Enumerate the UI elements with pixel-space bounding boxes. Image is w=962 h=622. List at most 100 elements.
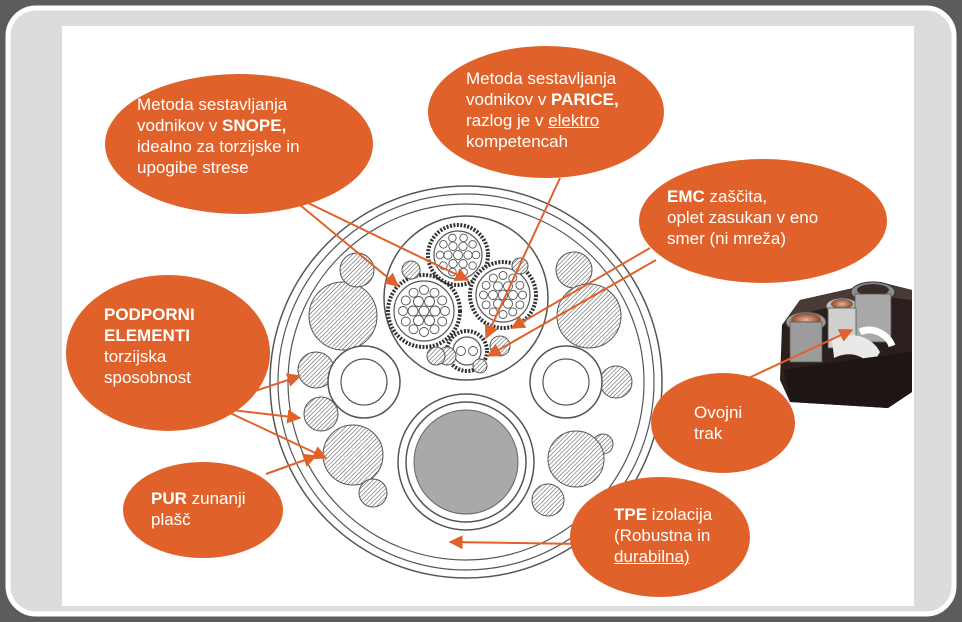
label-emc: EMC zaščita, oplet zasukan v eno smer (n…	[667, 186, 818, 249]
conductor-strand	[407, 305, 419, 317]
tube-right-inner	[542, 358, 590, 406]
support-element	[599, 365, 633, 399]
support-elements	[297, 251, 633, 517]
central-core-conductor	[413, 409, 519, 515]
arrow-ovojni	[739, 328, 854, 383]
label-tpe-line1-rest: izolacija	[647, 505, 713, 524]
support-element	[556, 283, 622, 349]
cable-photo-icon	[780, 281, 912, 408]
bubble-snope	[105, 74, 373, 214]
conductor-strand	[481, 300, 491, 310]
conductor-strand	[419, 285, 429, 295]
conductor-strand	[435, 250, 445, 260]
support-element	[472, 358, 488, 374]
conductor-strand	[419, 327, 429, 337]
bubble-pur	[123, 462, 283, 558]
label-snope: Metoda sestavljanja vodnikov v SNOPE, id…	[137, 94, 300, 178]
support-element	[339, 252, 375, 288]
conductor-strand	[439, 240, 448, 249]
conductor-strand	[508, 307, 518, 317]
label-snope-line2-pre: vodnikov v	[137, 116, 223, 135]
label-ovojni-line2: trak	[694, 424, 723, 443]
conductor-strand	[508, 290, 518, 300]
label-tpe-line2: (Robustna in	[614, 526, 711, 545]
conductor-strand	[503, 298, 513, 309]
conductor-strand	[479, 290, 488, 300]
label-parice-line2-pre: vodnikov v	[466, 90, 552, 109]
conductor-strand	[458, 259, 468, 269]
label-emc-line1-bold: EMC	[667, 187, 705, 206]
conductor-strand	[468, 261, 477, 270]
conductor-strand	[459, 267, 468, 277]
label-ovojni: Ovojni trak	[694, 402, 742, 444]
conductor-strand	[468, 240, 477, 249]
conductor-strand	[463, 250, 473, 260]
conductor-strand	[418, 305, 430, 317]
conductor-strand	[448, 241, 458, 251]
label-podporni-line1: PODPORNI	[104, 305, 195, 324]
support-element	[358, 478, 388, 508]
arrow-emc-1	[510, 247, 651, 329]
conductor-strand	[400, 316, 411, 327]
conductor-strand	[458, 241, 468, 251]
conductor-strand	[468, 346, 478, 356]
label-parice: Metoda sestavljanja vodnikov v PARICE, r…	[466, 68, 619, 152]
arrow-tpe	[448, 535, 585, 550]
conductor-strand	[429, 305, 441, 317]
conductor-strand	[518, 290, 527, 300]
label-emc-line1-rest: zaščita,	[704, 187, 768, 206]
conductor-strand	[453, 250, 463, 260]
conductor-strand	[443, 250, 453, 260]
label-parice-line1: Metoda sestavljanja	[466, 69, 617, 88]
bubble-podporni	[66, 275, 270, 431]
arrow-snope-2	[305, 201, 470, 281]
support-element	[426, 346, 446, 366]
label-parice-line3-underline: elektro	[548, 111, 600, 130]
conductor-strand	[515, 300, 525, 310]
arrow-podporni-1	[233, 373, 302, 399]
conductor-strand	[408, 287, 419, 298]
label-pur-line1-bold: PUR	[151, 489, 187, 508]
arrow-parice	[484, 177, 561, 340]
support-element	[322, 424, 384, 486]
conductor-strand	[498, 271, 508, 280]
label-parice-line2-bold: PARICE,	[551, 90, 619, 109]
conductor-strand	[398, 306, 408, 316]
bubble-parice	[428, 46, 664, 178]
label-ovojni-line1: Ovojni	[694, 403, 743, 422]
label-tpe-line3: durabilna)	[614, 547, 690, 566]
support-element	[308, 281, 378, 351]
bubble-emc	[639, 159, 887, 283]
conductor-strand	[488, 273, 498, 283]
jacket-inner-line	[277, 193, 655, 571]
label-snope-line1: Metoda sestavljanja	[137, 95, 288, 114]
label-parice-line4: kompetencah	[466, 132, 569, 151]
bubble-tpe	[570, 477, 750, 597]
conductor-strand	[448, 259, 458, 269]
label-tpe: TPE izolacija (Robustna in durabilna)	[614, 504, 712, 567]
conductor-strand	[440, 306, 450, 316]
conductor-strand	[481, 280, 491, 290]
conductor-strand	[429, 287, 440, 298]
conductor-strand	[488, 290, 498, 300]
conductor-strand	[437, 316, 448, 327]
conductor-strand	[459, 233, 468, 243]
label-pur-line1-rest: zunanji	[186, 489, 246, 508]
tube-left-inner	[340, 358, 388, 406]
conductor-strand	[413, 315, 424, 326]
support-element	[401, 260, 421, 280]
label-podporni: PODPORNI ELEMENTI torzijska sposobnost	[104, 304, 195, 388]
label-snope-line3: idealno za torzijske in	[137, 137, 300, 156]
conductor-strand	[515, 280, 525, 290]
label-tpe-line1-bold: TPE	[614, 505, 648, 524]
conductor-strand	[408, 324, 419, 335]
arrow-podporni-2	[231, 409, 302, 424]
support-element	[547, 430, 605, 488]
arrow-emc-2	[486, 259, 657, 357]
cable-cross-section	[269, 185, 663, 579]
support-element	[555, 251, 593, 289]
arrow-snope-1	[299, 204, 400, 287]
conductor-strand	[498, 310, 508, 319]
label-parice-line3-pre: razlog je v	[466, 111, 549, 130]
